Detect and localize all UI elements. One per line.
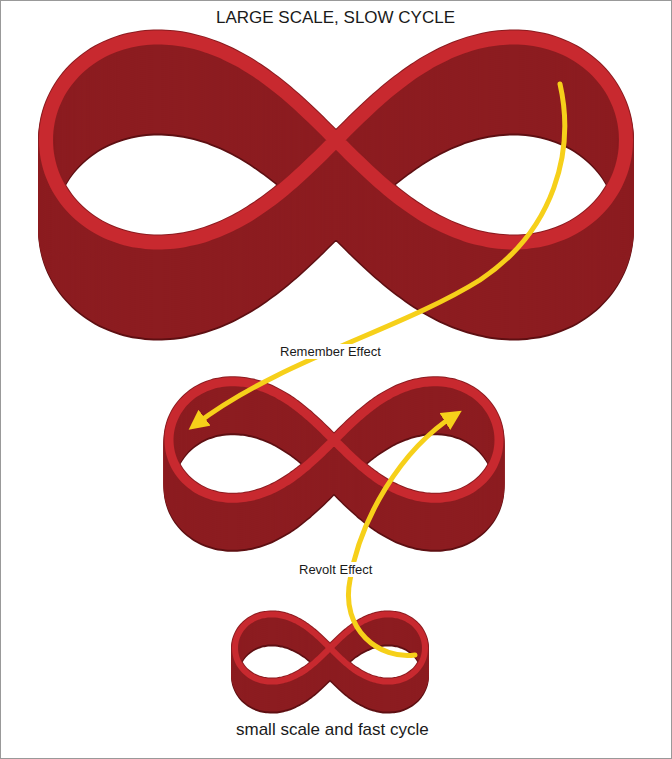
loop-wall	[235, 614, 425, 681]
loop-wall	[46, 37, 626, 242]
title: LARGE SCALE, SLOW CYCLE	[216, 8, 455, 28]
loop-band	[235, 614, 425, 709]
remember-arrow	[195, 84, 565, 425]
loop-top	[235, 614, 425, 681]
caption: small scale and fast cycle	[236, 720, 429, 740]
loop-wall	[169, 382, 499, 499]
effect-label: Revolt Effect	[296, 562, 375, 577]
loop-top	[169, 382, 499, 499]
loop-band	[46, 37, 626, 332]
loop-top	[46, 37, 626, 242]
loops	[46, 37, 626, 709]
revolt-arrow	[348, 415, 455, 656]
effect-label: Remember Effect	[277, 344, 384, 359]
